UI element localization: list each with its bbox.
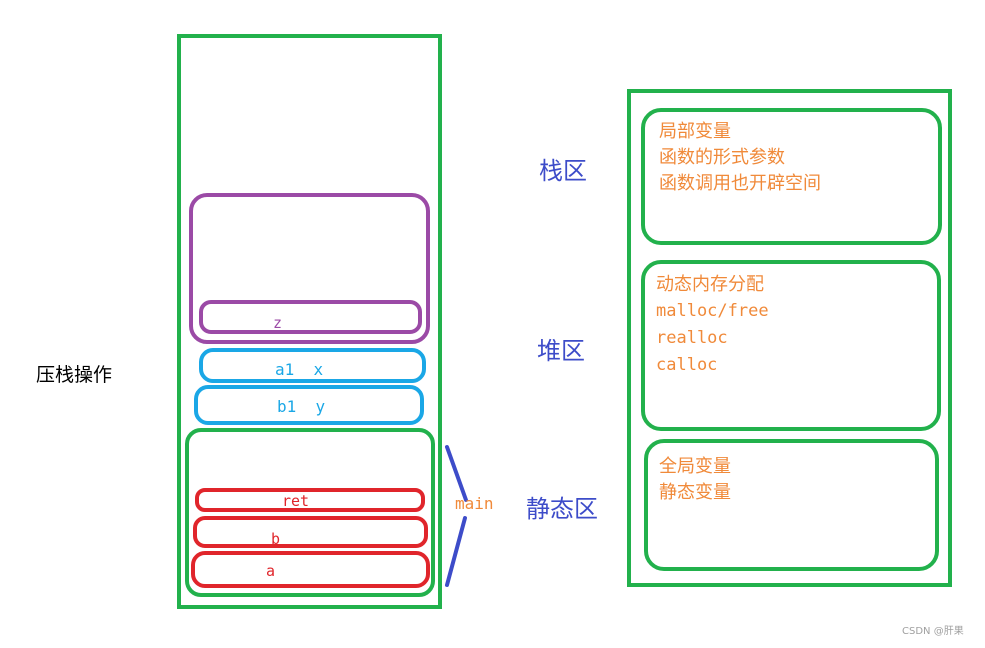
static-area-box: [644, 439, 939, 571]
red-frame-a: [191, 551, 430, 588]
memory-column-frame: [627, 89, 952, 587]
static-zone-label: 静态区: [526, 495, 598, 523]
heap-zone-label: 堆区: [537, 337, 585, 365]
push-stack-label: 压栈操作: [36, 364, 113, 386]
heap-area-line-3: realloc: [656, 328, 728, 348]
cyan-frame-b1y: [194, 385, 424, 425]
b1y-label: b1 y: [277, 397, 326, 416]
purple-frame-z: [199, 300, 422, 334]
stack-area-box: [641, 108, 942, 245]
stack-area-text: 局部变量 函数的形式参数 函数调用也开辟空间: [659, 123, 821, 201]
a-label: a: [266, 562, 276, 580]
ret-label: ret: [282, 492, 310, 510]
b-label: b: [271, 530, 281, 548]
heap-area-line-1: 动态内存分配: [656, 274, 764, 295]
stack-area-line-3: 函数调用也开辟空间: [659, 173, 821, 194]
a1x-label: a1 x: [275, 360, 324, 379]
stack-area-line-1: 局部变量: [659, 121, 731, 142]
main-bracket-bottom: [445, 516, 467, 587]
cyan-frame-a1x: [199, 348, 426, 383]
purple-frame-outer: [189, 193, 430, 344]
stack-zone-label: 栈区: [539, 157, 587, 185]
heap-area-text: 动态内存分配 malloc/free realloc calloc: [656, 276, 769, 374]
heap-area-box: [641, 260, 941, 431]
heap-area-line-4: calloc: [656, 355, 718, 375]
red-frame-ret: [195, 488, 425, 512]
main-label: main: [455, 494, 494, 513]
z-label: z: [273, 314, 283, 332]
static-area-line-1: 全局变量: [659, 456, 731, 477]
watermark: CSDN @肝果: [902, 626, 964, 637]
main-bracket-top: [445, 445, 468, 502]
red-frame-b: [193, 516, 428, 548]
stack-area-line-2: 函数的形式参数: [659, 147, 785, 168]
static-area-text: 全局变量 静态变量: [659, 458, 731, 510]
heap-area-line-2: malloc/free: [656, 301, 769, 321]
stack-column-frame: [177, 34, 442, 609]
static-area-line-2: 静态变量: [659, 482, 731, 503]
main-frame: [185, 428, 435, 597]
